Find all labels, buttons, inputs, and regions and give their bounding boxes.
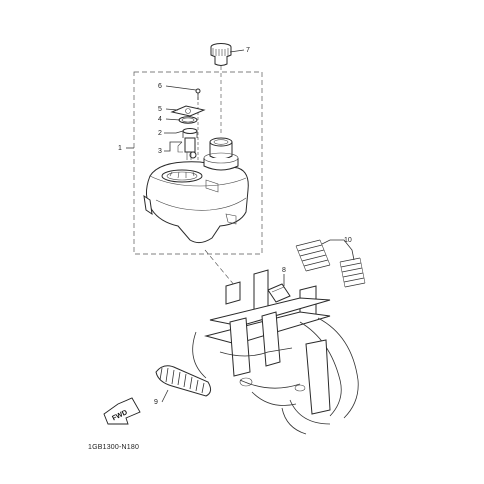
callout-9: 9 (154, 399, 158, 406)
callout-6: 6 (158, 83, 162, 90)
callout-5: 5 (158, 106, 162, 113)
callout-1: 1 (118, 145, 122, 152)
screw (195, 88, 201, 100)
diagram-code: 1GB1300-N180 (88, 444, 140, 451)
callout-3: 3 (158, 148, 162, 155)
leader-9 (161, 389, 169, 403)
leader-7 (229, 49, 245, 53)
callout-10: 10 (344, 237, 352, 244)
forward-arrow: FWD (103, 397, 141, 425)
assembly-group-box (133, 71, 263, 255)
tank-to-frame-guide (204, 249, 241, 293)
rubber-grip (155, 365, 212, 397)
frame (192, 269, 359, 435)
plate (170, 105, 206, 117)
callout-7: 7 (246, 47, 250, 54)
gasket (178, 116, 198, 124)
leader-2 (164, 130, 184, 134)
leader-4 (165, 118, 181, 121)
leader-6 (165, 85, 197, 91)
callout-2: 2 (158, 130, 162, 137)
bushing (267, 283, 291, 303)
fuel-sender (177, 128, 198, 160)
leader-3 (164, 141, 182, 152)
callout-4: 4 (158, 116, 162, 123)
springs (295, 239, 366, 288)
leader-5 (165, 108, 179, 111)
fuel-cap (210, 43, 232, 66)
callout-8: 8 (282, 267, 286, 274)
fuel-tank (143, 137, 249, 244)
leader-10 (321, 239, 355, 261)
